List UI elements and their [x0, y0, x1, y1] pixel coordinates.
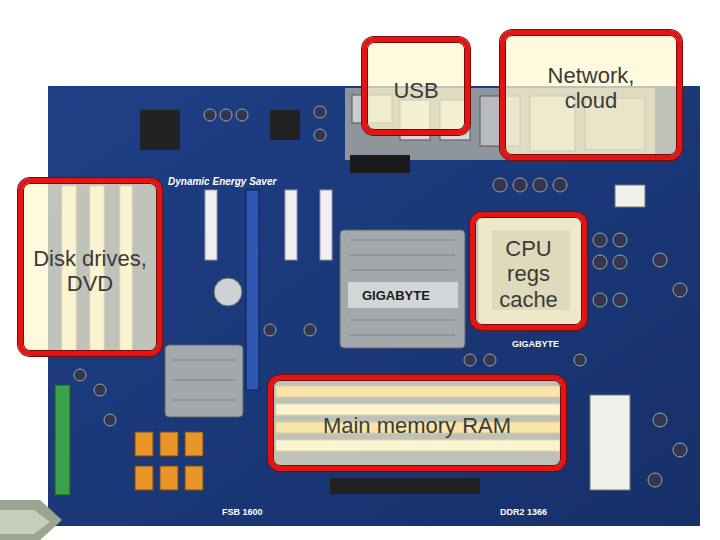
sata-ports [135, 432, 203, 490]
ide-connector [55, 385, 70, 495]
board-marking: FSB 1600 [222, 508, 263, 518]
board-marking: GIGABYTE [512, 340, 559, 350]
callout-label: Disk drives, DVD [30, 246, 150, 297]
callout-label: CPU regs cache [489, 236, 569, 312]
callout-box: Main memory RAM [268, 375, 566, 471]
chip [140, 110, 180, 150]
cpu-power-connector [615, 185, 645, 207]
slide-decoration [0, 510, 50, 534]
callout-label: Network, cloud [531, 63, 651, 114]
callout-box: Network, cloud [500, 30, 682, 160]
callout-box: Disk drives, DVD [18, 178, 162, 356]
callout-box: CPU regs cache [470, 212, 587, 330]
callout-box: USB [362, 37, 470, 135]
chip [270, 110, 300, 140]
floppy-connector [330, 478, 480, 494]
callout-label: USB [393, 78, 438, 103]
power-connector [590, 395, 630, 490]
board-marking: GIGABYTE [362, 289, 430, 303]
cmos-battery [214, 278, 242, 306]
callout-label: Main memory RAM [323, 413, 511, 438]
slide-decoration [0, 500, 62, 540]
board-marking: DDR2 1366 [500, 508, 547, 518]
board-marking: Dynamic Energy Saver [168, 176, 276, 187]
capacitors [74, 106, 687, 487]
